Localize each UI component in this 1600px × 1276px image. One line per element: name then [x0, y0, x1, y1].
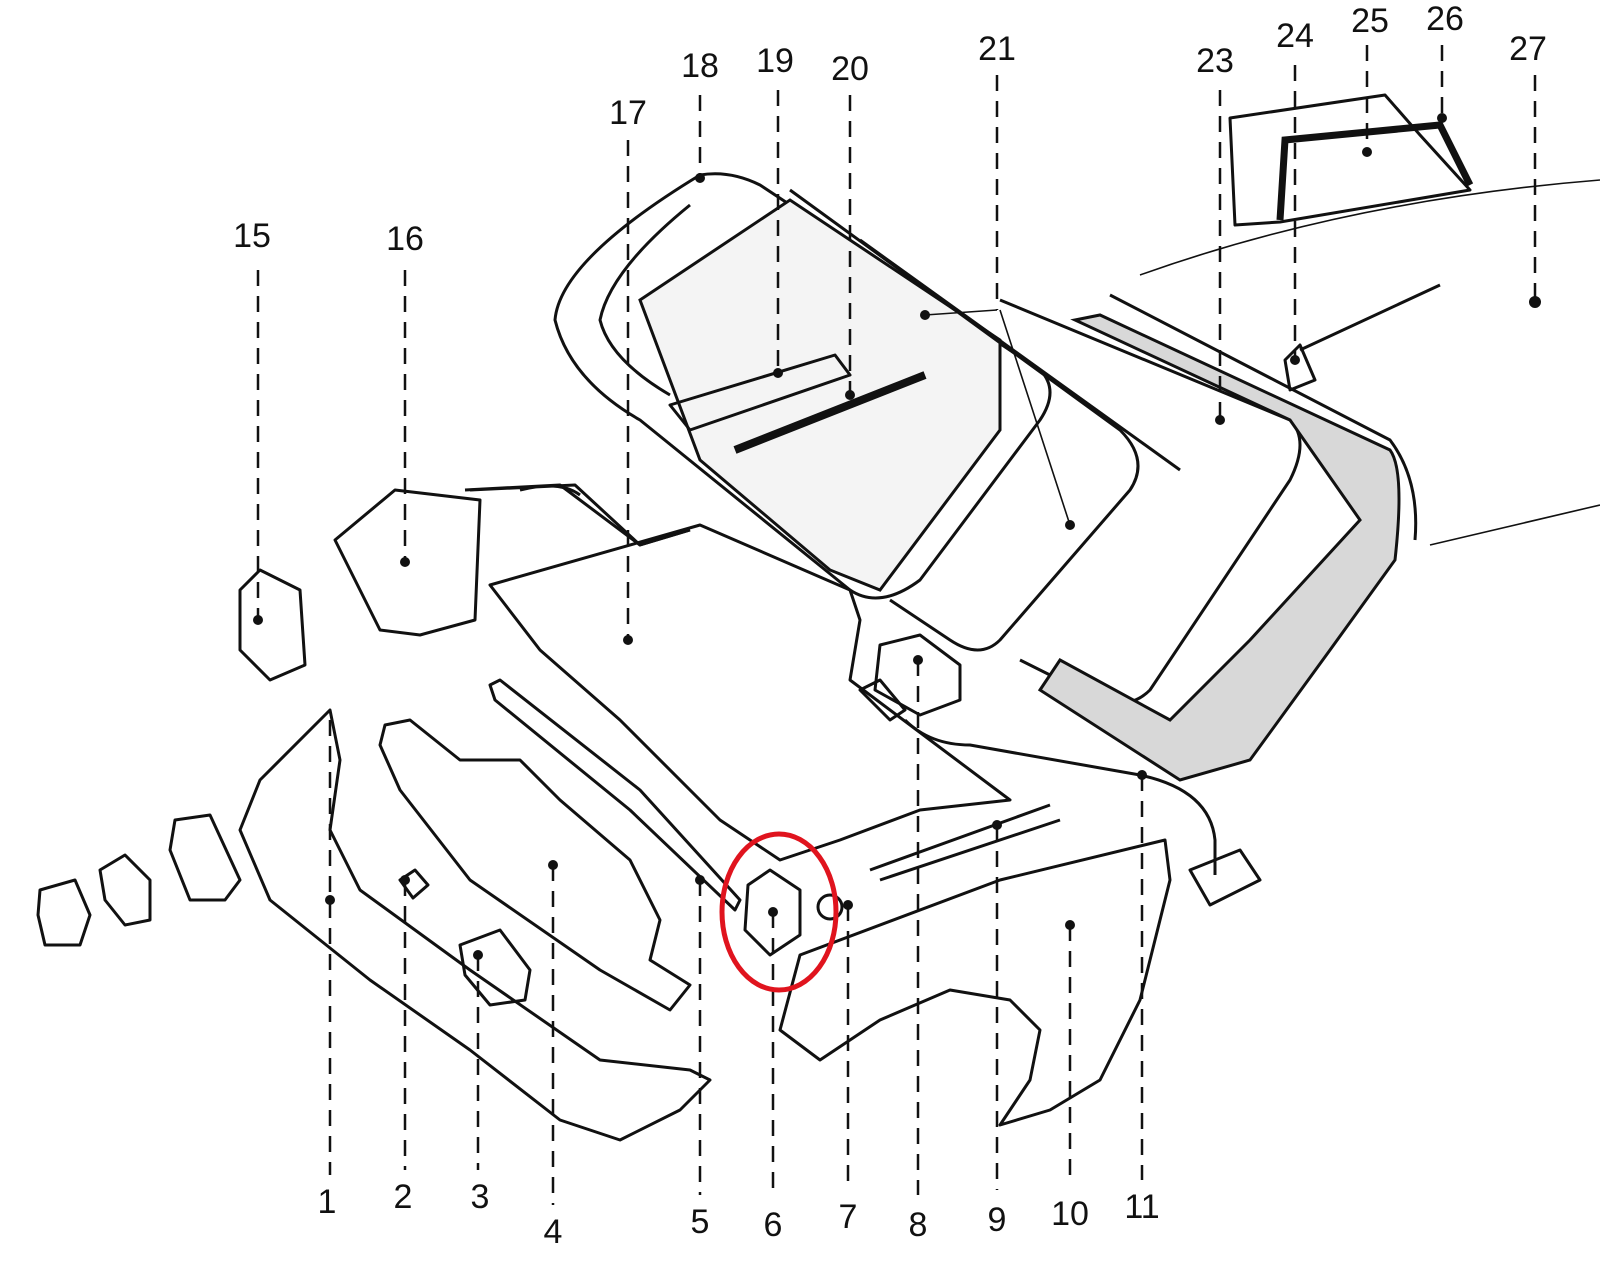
grille [378, 718, 692, 1012]
clip [398, 868, 430, 900]
callout-27: 27 [1509, 30, 1547, 68]
hood-prop-rod [869, 803, 1061, 882]
callout-2: 2 [394, 1178, 413, 1216]
callout-1: 1 [318, 1183, 337, 1221]
callout-16: 16 [386, 220, 424, 258]
hood-latch [858, 633, 962, 722]
highlight-circle [719, 831, 839, 993]
callout-18: 18 [681, 47, 719, 85]
washer-hose [469, 483, 691, 547]
callout-15: 15 [233, 217, 271, 255]
callout-24: 24 [1276, 17, 1314, 55]
callout-labels: 1 2 3 4 5 6 7 8 9 10 11 15 16 17 18 19 2… [233, 0, 1547, 1251]
callout-23: 23 [1196, 42, 1234, 80]
callout-8: 8 [909, 1206, 928, 1244]
hood-release-handle [1188, 848, 1262, 907]
headlight [238, 488, 482, 682]
front-bumper [238, 708, 712, 1142]
callout-26: 26 [1426, 0, 1464, 38]
callout-9: 9 [988, 1201, 1007, 1239]
callout-6: 6 [764, 1206, 783, 1244]
callout-20: 20 [831, 50, 869, 88]
callout-19: 19 [756, 42, 794, 80]
callout-4: 4 [544, 1213, 563, 1251]
hood-hinge [743, 868, 844, 957]
leader-lines [256, 45, 1537, 1205]
callout-3: 3 [471, 1178, 490, 1216]
windshield-assembly [553, 172, 1441, 782]
callout-25: 25 [1351, 2, 1389, 40]
callout-11: 11 [1124, 1188, 1159, 1226]
hood-seal-strip [488, 678, 742, 912]
front-fender [778, 838, 1172, 1127]
side-marker-lights [36, 813, 242, 947]
callout-21: 21 [978, 30, 1016, 68]
rear-glass [1228, 93, 1474, 227]
leader-dots [253, 113, 1541, 960]
body-shell [1139, 179, 1600, 546]
bracket [458, 928, 532, 1007]
callout-7: 7 [839, 1198, 858, 1236]
callout-17: 17 [609, 94, 647, 132]
hood [464, 483, 1012, 862]
callout-5: 5 [691, 1203, 710, 1241]
callout-10: 10 [1051, 1195, 1089, 1233]
